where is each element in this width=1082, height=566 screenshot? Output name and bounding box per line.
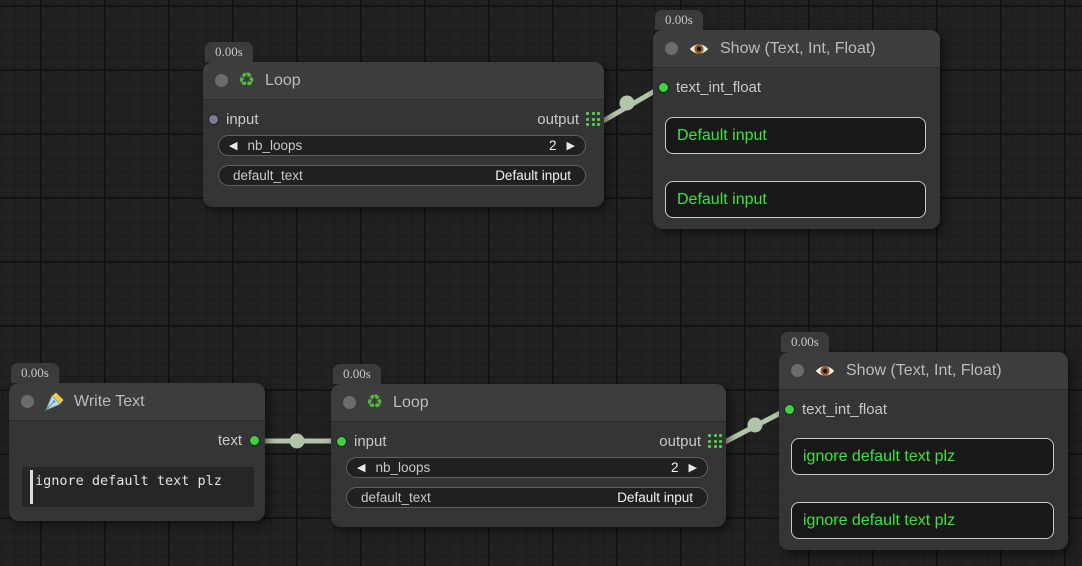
input-slot-dot[interactable] — [658, 81, 669, 93]
eye-icon — [814, 364, 836, 377]
increment-arrow[interactable]: ▶ — [566, 140, 575, 152]
node-title: Loop — [265, 71, 301, 89]
node-title-bar[interactable]: ♻ Loop — [331, 384, 726, 422]
recycle-icon: ♻ — [366, 392, 384, 413]
link-midpoint-dot[interactable] — [747, 417, 763, 433]
widget-default-text[interactable]: default_text Default input — [218, 165, 586, 186]
widget-nb-loops[interactable]: ◀ nb_loops 2 ▶ — [346, 457, 708, 478]
output-slot-dot[interactable] — [249, 434, 260, 446]
recycle-icon: ♻ — [238, 70, 256, 91]
node-title: Show (Text, Int, Float) — [720, 39, 876, 57]
show-text-box[interactable]: ignore default text plz — [791, 438, 1054, 475]
execution-time-badge: 0.00s — [205, 42, 253, 62]
execution-time-badge: 0.00s — [655, 10, 703, 30]
input-slot-label: input — [354, 432, 387, 450]
link-midpoint-dot[interactable] — [619, 95, 635, 111]
node-title: Loop — [393, 393, 429, 411]
input-slot-dot[interactable] — [208, 113, 219, 125]
execution-time-badge: 0.00s — [11, 363, 59, 383]
text-cursor — [30, 470, 33, 504]
node-loop-top[interactable]: 0.00s ♻ Loop input output ◀ nb_loops 2 ▶ — [203, 42, 604, 207]
collapse-dot[interactable] — [215, 74, 228, 87]
output-slot-label: text — [217, 431, 242, 449]
input-slot-label: input — [226, 110, 259, 128]
widget-value[interactable]: 2 — [549, 138, 557, 153]
input-slot-label: text_int_float — [676, 78, 762, 96]
show-text-box[interactable]: Default input — [665, 181, 926, 218]
node-title-bar[interactable]: Write Text — [9, 383, 265, 421]
input-slot-label: text_int_float — [802, 400, 888, 418]
execution-time-badge: 0.00s — [781, 332, 829, 352]
widget-label: nb_loops — [247, 138, 303, 153]
collapse-dot[interactable] — [791, 364, 804, 377]
output-slot-label: output — [659, 432, 701, 450]
node-title-bar[interactable]: ♻ Loop — [203, 62, 604, 100]
node-title: Show (Text, Int, Float) — [846, 361, 1002, 379]
list-output-grid-icon[interactable] — [586, 112, 600, 126]
collapse-dot[interactable] — [665, 42, 678, 55]
eye-icon — [688, 42, 710, 55]
decrement-arrow[interactable]: ◀ — [229, 140, 238, 152]
node-title-bar[interactable]: Show (Text, Int, Float) — [779, 352, 1068, 390]
widget-label: nb_loops — [375, 460, 431, 475]
output-slot-label: output — [537, 110, 579, 128]
widget-value[interactable]: Default input — [495, 168, 571, 183]
input-slot-dot[interactable] — [336, 435, 347, 447]
input-slot-dot[interactable] — [784, 403, 795, 415]
increment-arrow[interactable]: ▶ — [688, 462, 697, 474]
pen-icon — [45, 392, 64, 411]
node-write-text[interactable]: 0.00s Write Text text ignore default tex… — [9, 363, 265, 521]
widget-default-text[interactable]: default_text Default input — [346, 487, 708, 508]
node-title-bar[interactable]: Show (Text, Int, Float) — [653, 30, 940, 68]
write-text-area[interactable]: ignore default text plz — [22, 467, 254, 507]
execution-time-badge: 0.00s — [333, 364, 381, 384]
node-show-top[interactable]: 0.00s Show (Text, Int, Float) text_int_f… — [653, 10, 940, 229]
widget-value[interactable]: 2 — [671, 460, 679, 475]
widget-nb-loops[interactable]: ◀ nb_loops 2 ▶ — [218, 135, 586, 156]
node-title: Write Text — [74, 392, 145, 410]
decrement-arrow[interactable]: ◀ — [357, 462, 366, 474]
show-text-box[interactable]: Default input — [665, 117, 926, 154]
textarea-text: ignore default text plz — [35, 473, 222, 489]
collapse-dot[interactable] — [21, 395, 34, 408]
link-midpoint-dot[interactable] — [289, 433, 305, 449]
collapse-dot[interactable] — [343, 396, 356, 409]
widget-label: default_text — [233, 168, 303, 183]
node-show-bottom[interactable]: 0.00s Show (Text, Int, Float) text_int_f… — [779, 332, 1068, 550]
list-output-grid-icon[interactable] — [708, 434, 722, 448]
node-loop-bottom[interactable]: 0.00s ♻ Loop input output ◀ nb_loops 2 ▶ — [331, 364, 726, 527]
show-text-box[interactable]: ignore default text plz — [791, 502, 1054, 539]
widget-label: default_text — [361, 490, 431, 505]
widget-value[interactable]: Default input — [617, 490, 693, 505]
